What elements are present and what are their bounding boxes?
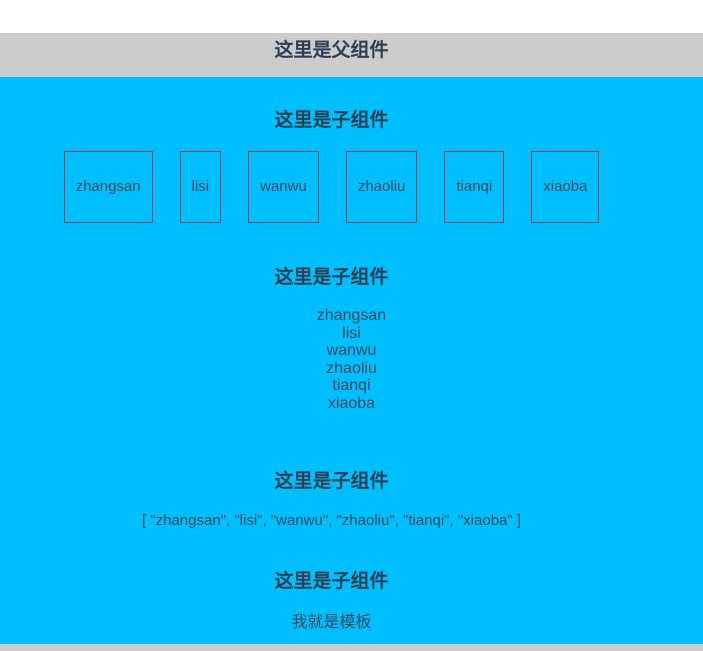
name-box: wanwu [248, 151, 319, 223]
bottom-strip [0, 644, 703, 651]
name-box: tianqi [444, 151, 505, 223]
name-box: xiaoba [531, 151, 600, 223]
names-array-text: [ "zhangsan", "lisi", "wanwu", "zhaoliu"… [141, 512, 522, 529]
list-item: zhaoliu [326, 359, 377, 377]
child-section-template: 这里是子组件 我就是模板 [0, 571, 703, 631]
child-section-boxes: 这里是子组件 zhangsan lisi wanwu zhaoliu tianq… [0, 110, 703, 223]
name-box: zhaoliu [345, 151, 418, 223]
list-item: wanwu [326, 342, 377, 359]
parent-header: 这里是父组件 [0, 33, 703, 77]
name-box: lisi [179, 151, 222, 223]
template-text: 我就是模板 [291, 614, 372, 631]
list-item: xiaoba [327, 394, 376, 412]
section-title: 这里是子组件 [274, 471, 389, 492]
child-section-array: 这里是子组件 [ "zhangsan", "lisi", "wanwu", "z… [0, 471, 703, 528]
list-item: tianqi [332, 377, 371, 394]
top-spacer [0, 0, 703, 33]
list-item: zhangsan [316, 307, 387, 324]
section-title: 这里是子组件 [274, 571, 389, 592]
children-panel: 这里是子组件 zhangsan lisi wanwu zhaoliu tianq… [0, 77, 703, 644]
section-title: 这里是子组件 [274, 110, 389, 131]
section-title: 这里是子组件 [274, 267, 389, 288]
names-list: zhangsan lisi wanwu zhaoliu tianqi xiaob… [0, 307, 663, 412]
name-box: zhangsan [63, 151, 153, 223]
names-boxes-row: zhangsan lisi wanwu zhaoliu tianqi xiaob… [0, 151, 663, 223]
parent-title: 这里是父组件 [274, 40, 389, 61]
list-item: lisi [342, 324, 361, 342]
child-section-list: 这里是子组件 zhangsan lisi wanwu zhaoliu tianq… [0, 267, 703, 412]
